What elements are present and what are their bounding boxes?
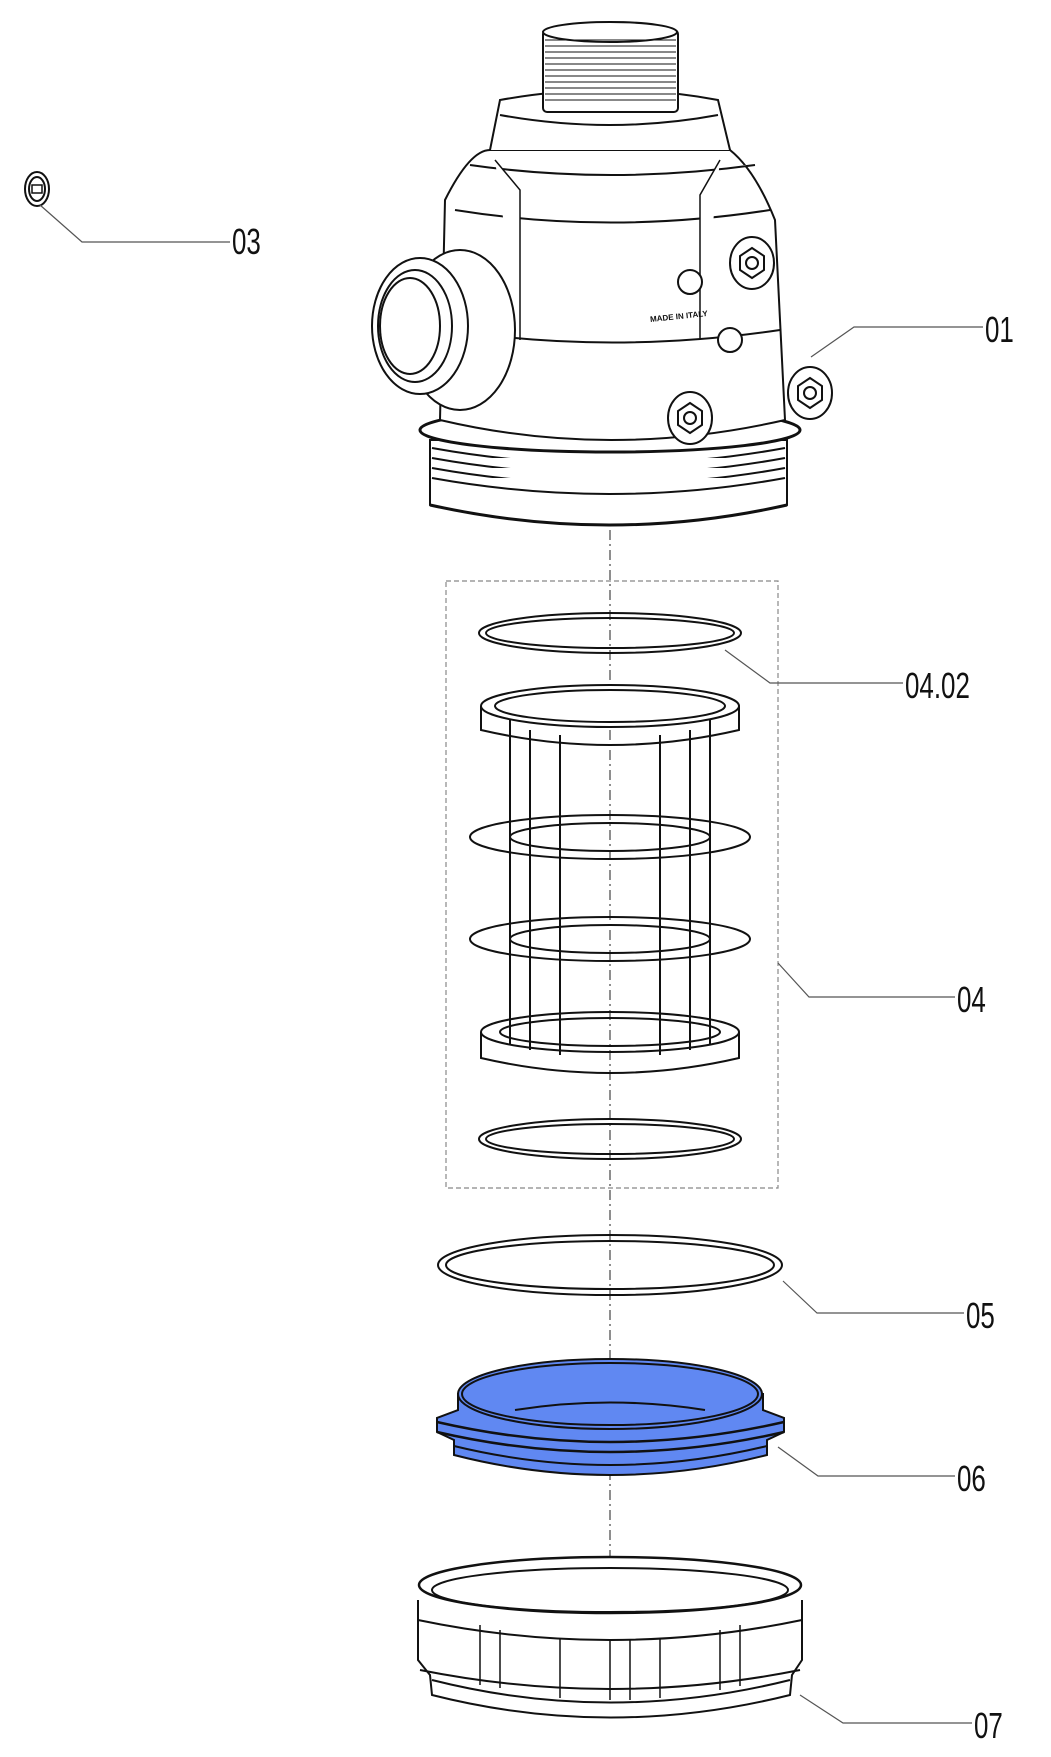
part-01-filter-body <box>371 21 833 527</box>
callout-01: 01 <box>985 309 1014 350</box>
leader-lines <box>39 204 983 1724</box>
callout-04-02: 04.02 <box>905 665 970 706</box>
nut-icon <box>787 366 833 420</box>
nut-icon <box>729 236 775 290</box>
part-05-o-ring <box>437 1234 783 1296</box>
part-04-o-ring-bottom <box>478 1118 742 1160</box>
part-04-filter-cage <box>469 684 751 1074</box>
callout-06: 06 <box>957 1458 986 1499</box>
part-04-group-box <box>445 580 779 1189</box>
nut-icon <box>667 391 713 445</box>
part-06-threaded-adapter <box>436 1358 785 1476</box>
part-04-02-o-ring-top <box>478 612 742 654</box>
part-03-plug <box>24 171 50 207</box>
part-07-ring-nut <box>417 1555 803 1719</box>
callout-05: 05 <box>966 1295 995 1336</box>
callout-07: 07 <box>974 1705 1003 1746</box>
callout-03: 03 <box>232 221 261 262</box>
callout-04: 04 <box>957 979 986 1020</box>
